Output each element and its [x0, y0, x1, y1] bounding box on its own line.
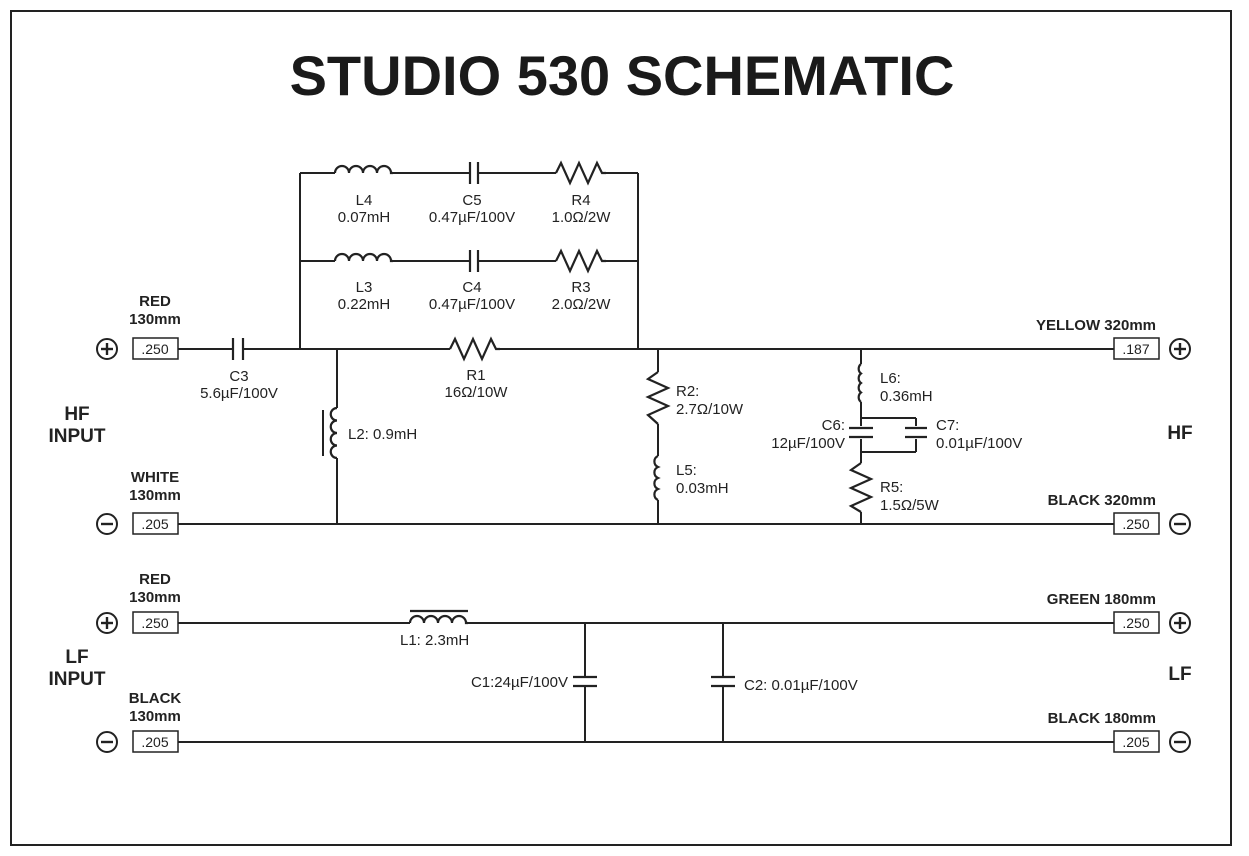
c7-capacitor-symbol [905, 426, 927, 439]
plus-icon [96, 338, 118, 360]
r5-resistor-symbol [848, 462, 874, 513]
page-title: STUDIO 530 SCHEMATIC [290, 44, 955, 107]
hf-neg-in-length: 130mm [129, 487, 181, 504]
hf-neg-out-terminal: .250 [1113, 512, 1160, 535]
minus-icon [96, 731, 118, 753]
hf-output-label: HF [1167, 423, 1192, 444]
l6-c6-c7-r5-shunt-branch [860, 349, 917, 524]
svg-text:.250: .250 [141, 341, 168, 357]
lf-pos-out-terminal: .250 [1113, 611, 1160, 634]
lf-pos-in-color: RED [139, 571, 171, 588]
svg-text:.187: .187 [1122, 341, 1149, 357]
l3-value: 0.22mH [338, 296, 391, 313]
hf-pos-out-terminal: .187 [1113, 337, 1160, 360]
plus-icon [96, 612, 118, 634]
c4-value: 0.47µF/100V [429, 296, 515, 313]
hf-pos-out-label: YELLOW 320mm [1036, 317, 1156, 334]
r4-resistor-symbol [555, 160, 606, 186]
hf-neg-in-terminal: .205 [132, 512, 179, 535]
c2-label: C2: 0.01µF/100V [744, 677, 858, 694]
hf-neg-in-color: WHITE [131, 469, 179, 486]
c3-name: C3 [229, 368, 248, 385]
c7-value: 0.01µF/100V [936, 435, 1022, 452]
l4-inductor-symbol [333, 164, 393, 175]
r1-resistor-symbol [449, 336, 500, 362]
svg-text:.250: .250 [141, 615, 168, 631]
l6-inductor-symbol [857, 363, 863, 403]
plus-icon [1169, 612, 1191, 634]
r3-resistor-symbol [555, 248, 606, 274]
c4-name: C4 [462, 279, 481, 296]
l3-name: L3 [356, 279, 373, 296]
c6-capacitor-symbol [849, 426, 873, 439]
l5-value: 0.03mH [676, 480, 729, 497]
svg-text:.250: .250 [1122, 615, 1149, 631]
hf-pos-in-color: RED [139, 293, 171, 310]
r5-value: 1.5Ω/5W [880, 497, 940, 514]
l6-value: 0.36mH [880, 388, 933, 405]
r2-resistor-symbol [645, 371, 671, 425]
c3-capacitor-symbol [231, 338, 245, 360]
c3-value: 5.6µF/100V [200, 385, 278, 402]
r2-value: 2.7Ω/10W [676, 401, 744, 418]
svg-text:.250: .250 [1122, 516, 1149, 532]
minus-icon [1169, 513, 1191, 535]
minus-icon [1169, 731, 1191, 753]
r2-name: R2: [676, 383, 699, 400]
schematic-frame [10, 10, 1232, 846]
lf-neg-in-length: 130mm [129, 708, 181, 725]
r5-name: R5: [880, 479, 903, 496]
l2-label: L2: 0.9mH [348, 426, 417, 443]
l1-inductor-symbol [408, 609, 468, 625]
l4-name: L4 [356, 192, 373, 209]
hf-pos-in-terminal: .250 [132, 337, 179, 360]
c5-value: 0.47µF/100V [429, 209, 515, 226]
lf-neg-out-label: BLACK 180mm [1048, 710, 1156, 727]
hf-input-label-line1: HF [64, 404, 89, 425]
hf-input-label-line2: INPUT [49, 426, 106, 447]
lf-pos-in-length: 130mm [129, 589, 181, 606]
svg-text:.205: .205 [1122, 734, 1149, 750]
l3-inductor-symbol [333, 252, 393, 263]
svg-text:.205: .205 [141, 516, 168, 532]
l5-name: L5: [676, 462, 697, 479]
r1-value: 16Ω/10W [445, 384, 509, 401]
lf-neg-out-terminal: .205 [1113, 730, 1160, 753]
c5-name: C5 [462, 192, 481, 209]
r4-value: 1.0Ω/2W [552, 209, 612, 226]
c4-capacitor-symbol [466, 250, 482, 272]
r1-name: R1 [466, 367, 485, 384]
lf-pos-out-label: GREEN 180mm [1047, 591, 1156, 608]
lf-input-label-line2: INPUT [49, 669, 106, 690]
hf-pos-in-length: 130mm [129, 311, 181, 328]
svg-text:.205: .205 [141, 734, 168, 750]
c6-name: C6: [822, 417, 845, 434]
c5-capacitor-symbol [466, 162, 482, 184]
c7-name: C7: [936, 417, 959, 434]
hf-neg-out-label: BLACK 320mm [1048, 492, 1156, 509]
l2-shunt-branch [322, 349, 338, 524]
c1-label: C1:24µF/100V [471, 674, 568, 691]
plus-icon [1169, 338, 1191, 360]
c6-value: 12µF/100V [771, 435, 845, 452]
lf-output-label: LF [1168, 664, 1191, 685]
lf-input-label-line1: LF [65, 647, 88, 668]
l2-inductor-symbol [329, 406, 338, 460]
lf-neg-in-color: BLACK [129, 690, 182, 707]
r4-name: R4 [571, 192, 590, 209]
l5-inductor-symbol [653, 454, 661, 502]
c1-capacitor-branch [573, 623, 597, 742]
minus-icon [96, 513, 118, 535]
r3-value: 2.0Ω/2W [552, 296, 612, 313]
c2-capacitor-branch [711, 623, 735, 742]
r3-name: R3 [571, 279, 590, 296]
l6-name: L6: [880, 370, 901, 387]
lf-neg-in-terminal: .205 [132, 730, 179, 753]
lf-pos-in-terminal: .250 [132, 611, 179, 634]
l1-label: L1: 2.3mH [400, 632, 469, 649]
l4-value: 0.07mH [338, 209, 391, 226]
